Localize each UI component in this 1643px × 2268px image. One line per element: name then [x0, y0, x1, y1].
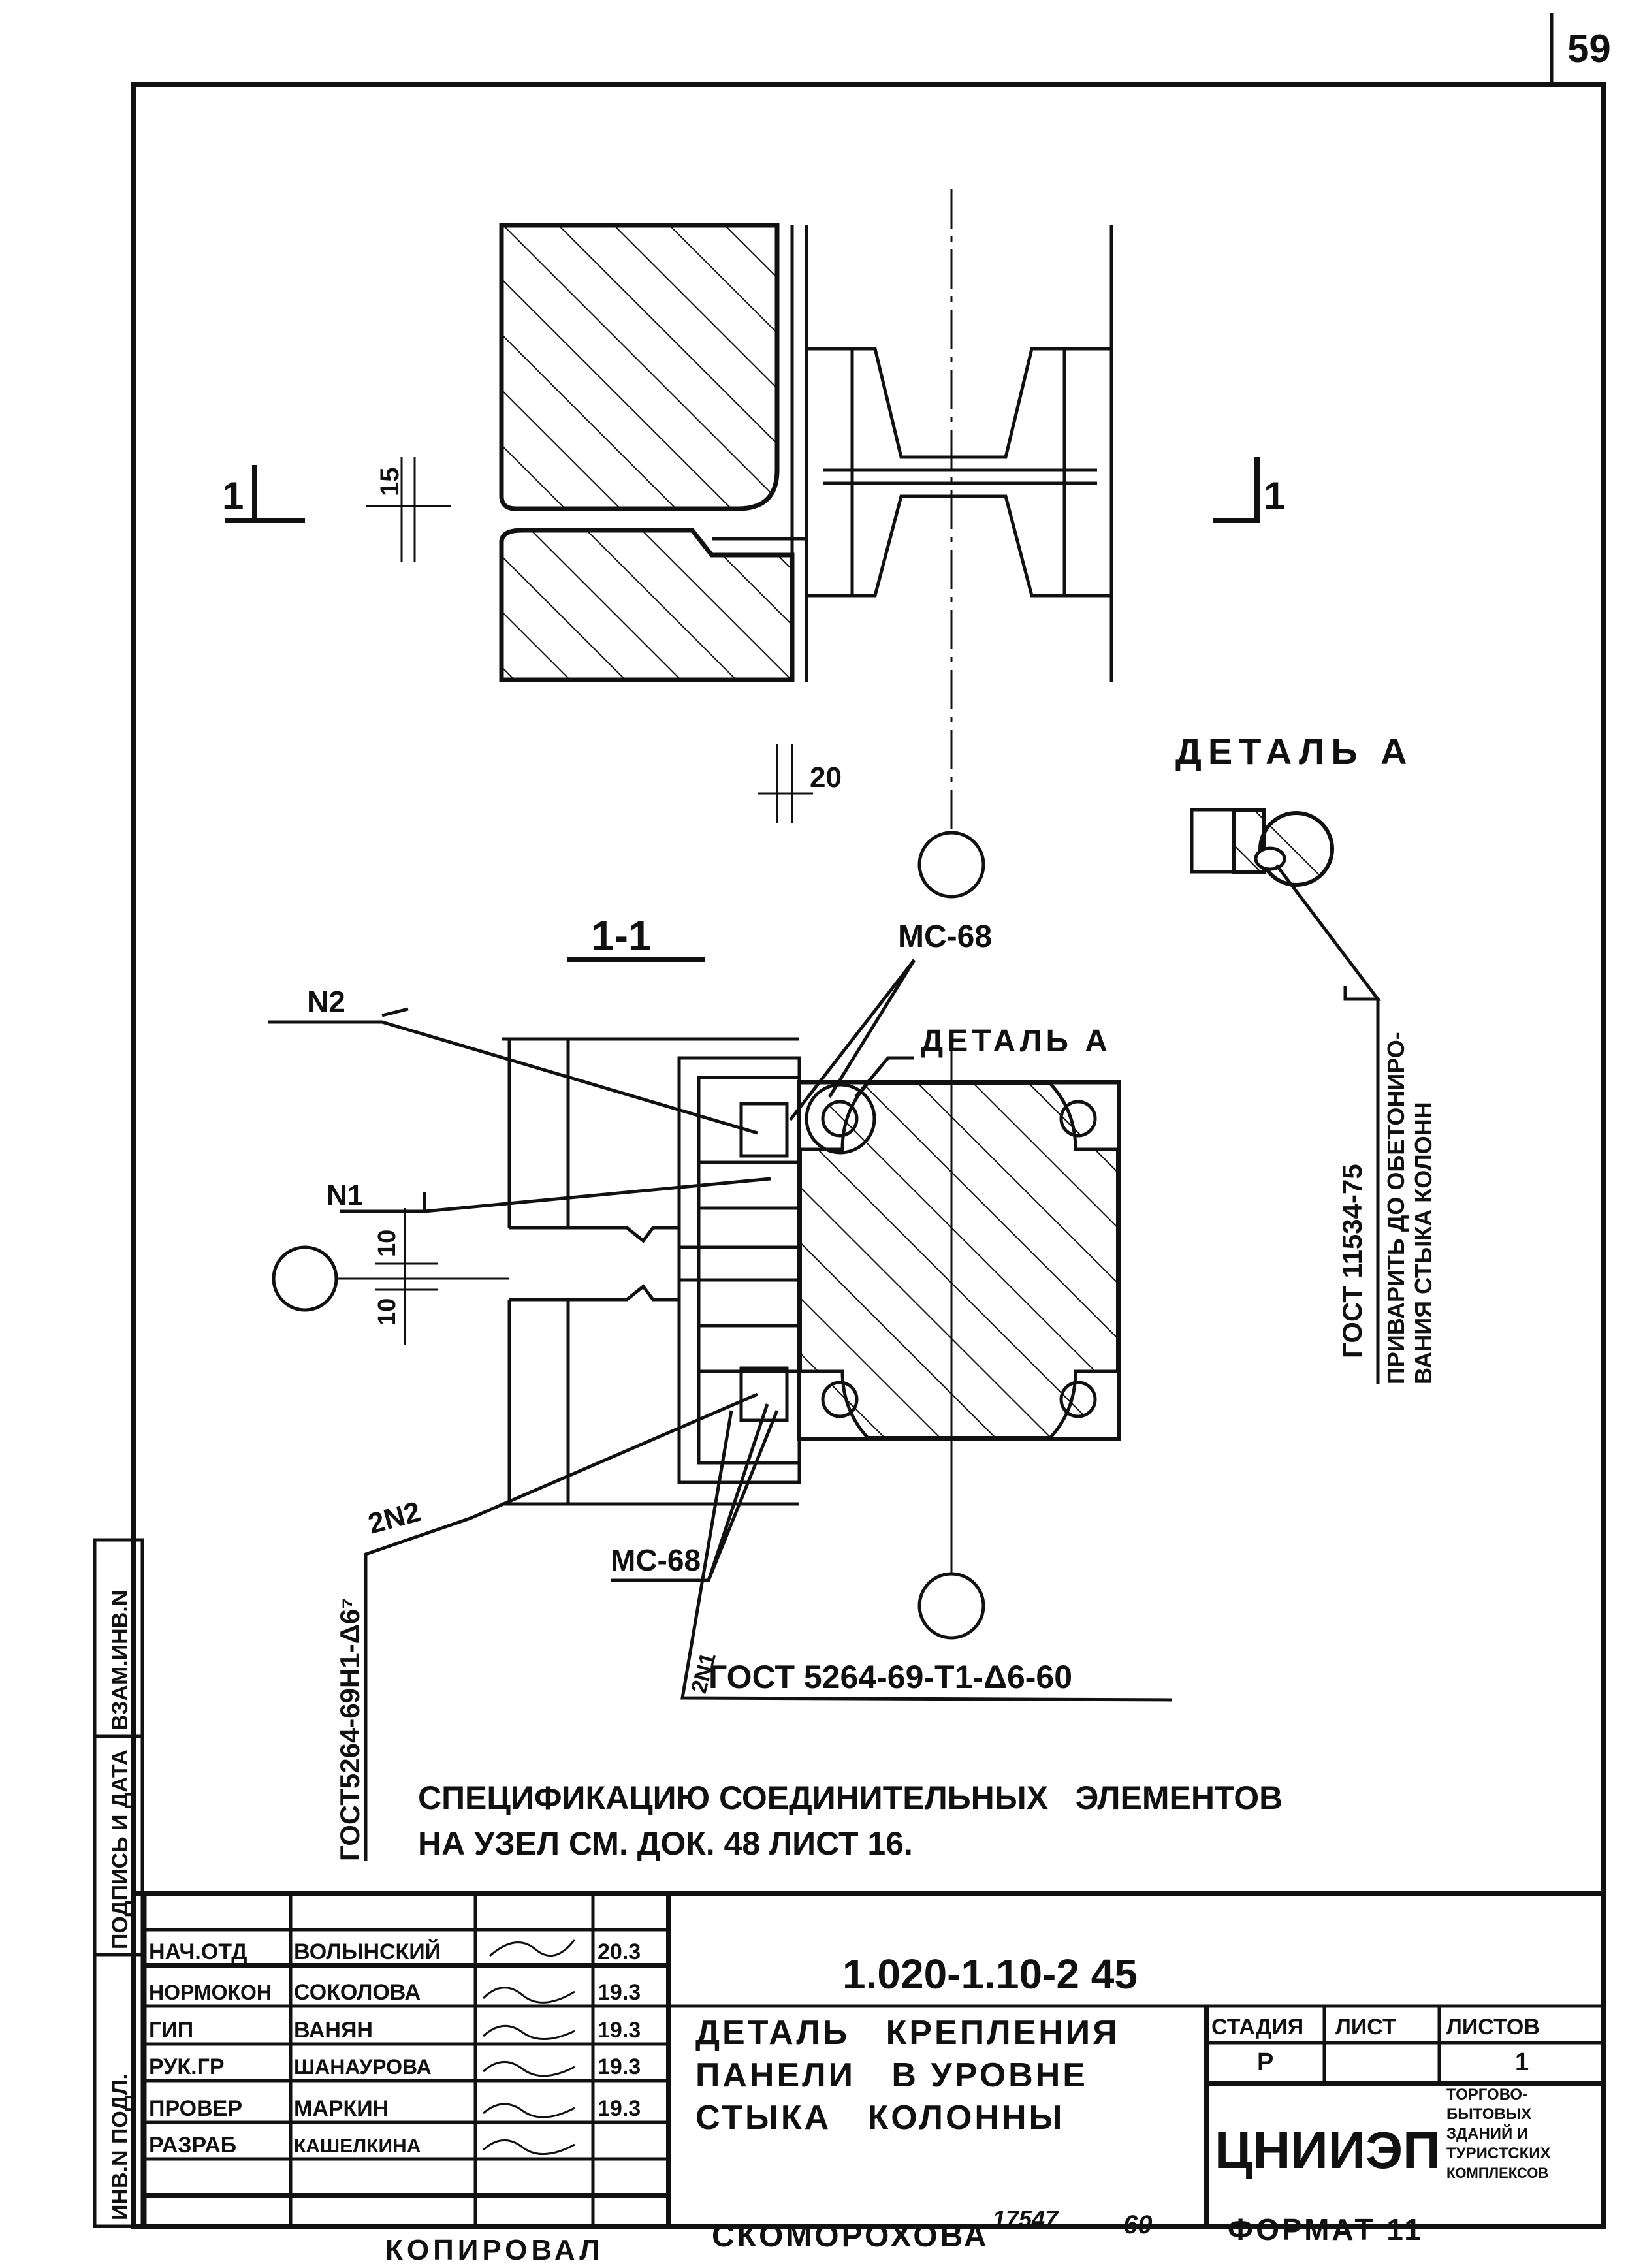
signature-row: РУК.ГР ШАНАУРОВА 19.3: [149, 2054, 641, 2079]
sheets-value: 1: [1515, 2049, 1529, 2076]
svg-text:МАРКИН: МАРКИН: [294, 2096, 389, 2121]
org-sub-line: БЫТОВЫХ: [1446, 2105, 1531, 2123]
svg-text:РАЗРАБ: РАЗРАБ: [149, 2133, 236, 2158]
label-detail-a: ДЕТАЛЬ А: [921, 1024, 1111, 1059]
detail-a: ДЕТАЛЬ А ГОСТ 11534-75 ПРИВАРИТЬ ДО ОБЕТ…: [1175, 731, 1437, 1384]
svg-text:15: 15: [375, 468, 404, 497]
title-line-1: ДЕТАЛЬ КРЕПЛЕНИЯ: [695, 2014, 1120, 2052]
svg-text:ВОЛЫНСКИЙ: ВОЛЫНСКИЙ: [294, 1939, 441, 1964]
plan-axis-marker: [917, 831, 985, 899]
dimension-15: 15: [366, 457, 451, 562]
svg-text:10: 10: [374, 1298, 401, 1326]
section-1-1: 1-1: [268, 912, 1173, 1861]
label-mc68-top: МС-68: [898, 919, 992, 954]
org-name: ЦНИИЭП: [1215, 2121, 1441, 2179]
detail-gost: ГОСТ 11534-75: [1337, 1164, 1367, 1358]
column-section: [797, 1080, 1121, 1441]
title-line-2: ПАНЕЛИ В УРОВНЕ: [695, 2056, 1088, 2094]
svg-text:20: 20: [810, 761, 842, 793]
svg-text:НАЧ.ОТД: НАЧ.ОТД: [149, 1940, 247, 1964]
stamp-replace-inv: ВЗАМ.ИНВ.N: [108, 1590, 133, 1731]
sheet-header: ЛИСТ: [1335, 2015, 1396, 2039]
order-number: 17547: [993, 2205, 1059, 2232]
section-axis-marker-bottom: [917, 1572, 985, 1640]
stage-header: СТАДИЯ: [1211, 2015, 1303, 2039]
stamp-orig-inv: ИНВ.N ПОДЛ.: [108, 2073, 133, 2220]
section-title: 1-1: [591, 912, 652, 959]
document-code: 1.020-1.10-2 45: [842, 1951, 1138, 1998]
gost-vertical-label: ГОСТ5264-69Н1-Δ6⁷: [334, 1597, 365, 1861]
note-line-1: СПЕЦИФИКАЦИЮ СОЕДИНИТЕЛЬНЫХ ЭЛЕМЕНТОВ: [418, 1780, 1283, 1816]
column-steel-plates: [805, 347, 1113, 598]
label-2n2: 2N2: [365, 1495, 424, 1540]
svg-text:1: 1: [222, 474, 244, 518]
title-block: 1.020-1.10-2 45 ДЕТАЛЬ КРЕПЛЕНИЯ ПАНЕЛИ …: [134, 1891, 1604, 2229]
column-corner-bars: [797, 1081, 1121, 1441]
signature-row: НАЧ.ОТД ВОЛЫНСКИЙ 20.3: [149, 1939, 641, 1964]
detail-a-title: ДЕТАЛЬ А: [1175, 731, 1414, 772]
label-mc68-bottom: МС-68: [611, 1543, 701, 1577]
detail-note-1: ПРИВАРИТЬ ДО ОБЕТОНИРО-: [1382, 1032, 1409, 1384]
detail-a-callout-circle: [805, 1083, 876, 1155]
svg-text:19.3: 19.3: [598, 1980, 641, 2005]
org-sub-line: ТУРИСТСКИХ: [1446, 2145, 1550, 2162]
signature-row: ГИП ВАНЯН 19.3: [149, 2018, 641, 2043]
signature-row: НОРМОКОН СОКОЛОВА 19.3: [149, 1980, 641, 2005]
copied-label: КОПИРОВАЛ: [385, 2234, 603, 2266]
detail-note-2: ВАНИЯ СТЫКА КОЛОНН: [1410, 1102, 1437, 1384]
svg-text:СОКОЛОВА: СОКОЛОВА: [294, 1980, 421, 2005]
svg-text:РУК.ГР: РУК.ГР: [149, 2054, 225, 2079]
sheets-header: ЛИСТОВ: [1446, 2015, 1540, 2039]
section-axis-marker-left: [272, 1245, 338, 1312]
upper-panel: [499, 223, 780, 511]
side-stamp: ВЗАМ.ИНВ.N ПОДПИСЬ И ДАТА ИНВ.N ПОДЛ.: [93, 1538, 144, 2228]
gost-bottom-label: ГОСТ 5264-69-Т1-Δ6-60: [709, 1659, 1072, 1695]
stamp-signature-date: ПОДПИСЬ И ДАТА: [108, 1749, 133, 1949]
signature-row: РАЗРАБ КАШЕЛКИНА: [149, 2133, 575, 2158]
note-line-2: НА УЗЕЛ СМ. ДОК. 48 ЛИСТ 16.: [418, 1825, 913, 1862]
svg-text:19.3: 19.3: [598, 2018, 641, 2043]
svg-text:19.3: 19.3: [598, 2054, 641, 2079]
svg-text:КАШЕЛКИНА: КАШЕЛКИНА: [294, 2135, 421, 2157]
format-label: ФОРМАТ 11: [1228, 2212, 1424, 2246]
copy-count: 60: [1123, 2211, 1153, 2239]
svg-text:19.3: 19.3: [598, 2096, 641, 2121]
section-marker-right: 1: [1213, 457, 1285, 523]
svg-text:ГИП: ГИП: [149, 2018, 193, 2043]
lower-panel: [499, 528, 795, 682]
footer: КОПИРОВАЛ СКОМОРОХОВА 17547 60 ФОРМАТ 11: [385, 2205, 1424, 2266]
svg-text:20.3: 20.3: [598, 1940, 641, 1964]
page-number: 59: [1567, 27, 1611, 71]
stage-value: Р: [1257, 2049, 1273, 2076]
org-sub-line: ЗДАНИЙ И: [1446, 2124, 1528, 2143]
signature-row: ПРОВЕР МАРКИН 19.3: [149, 2096, 641, 2121]
svg-text:10: 10: [374, 1230, 401, 1257]
label-n2: N2: [307, 985, 345, 1019]
svg-text:ВАНЯН: ВАНЯН: [294, 2018, 373, 2043]
connection-plate-bottom: [739, 1366, 789, 1422]
plan-view: 1 1 15 20: [222, 189, 1285, 899]
org-sub-line: ТОРГОВО-: [1446, 2086, 1527, 2103]
svg-text:НОРМОКОН: НОРМОКОН: [149, 1981, 272, 2004]
section-marker-left: 1: [222, 465, 305, 523]
title-line-3: СТЫКА КОЛОННЫ: [695, 2099, 1064, 2137]
dimension-10: 10 10: [374, 1208, 438, 1345]
label-n1: N1: [327, 1179, 363, 1211]
org-sub-line: КОМПЛЕКСОВ: [1446, 2165, 1548, 2181]
copier-name: СКОМОРОХОВА: [712, 2219, 989, 2254]
svg-text:ПРОВЕР: ПРОВЕР: [149, 2096, 242, 2121]
svg-text:ШАНАУРОВА: ШАНАУРОВА: [294, 2055, 432, 2079]
svg-text:1: 1: [1264, 474, 1285, 518]
dimension-20: 20: [758, 744, 842, 823]
